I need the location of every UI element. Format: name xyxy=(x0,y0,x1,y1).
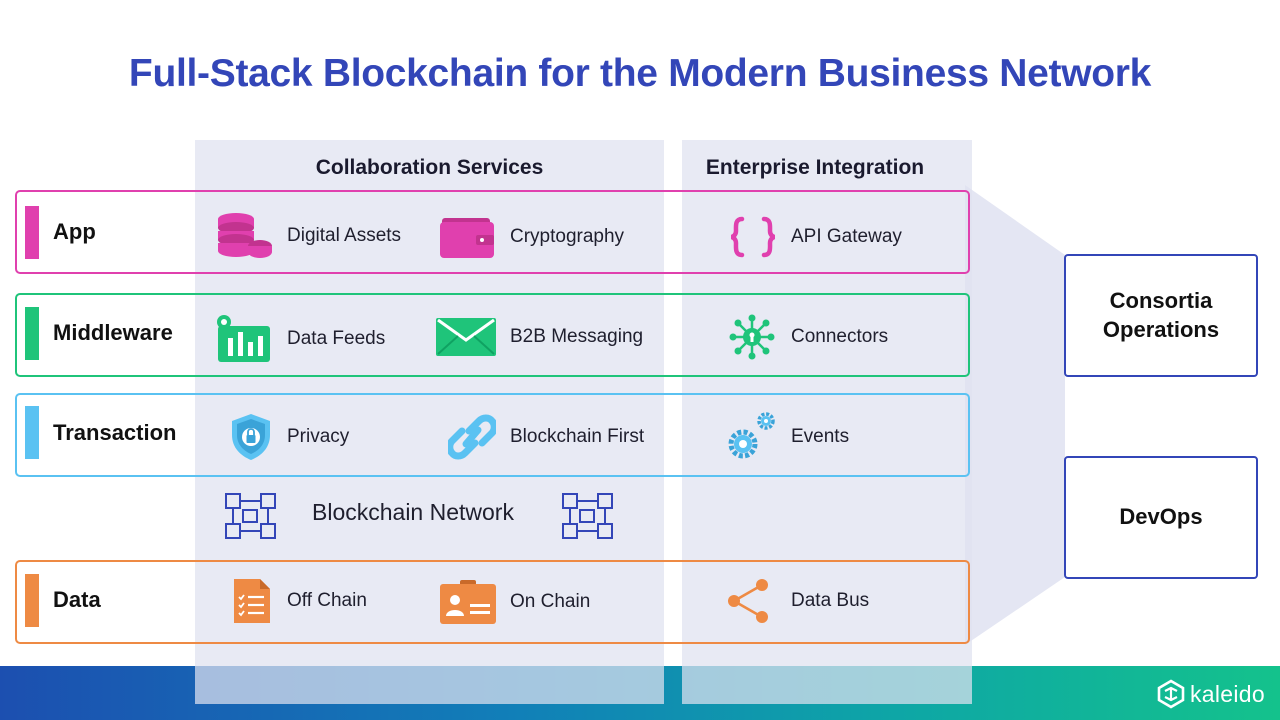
transaction-layer-row xyxy=(15,393,970,477)
on-chain-item: On Chain xyxy=(440,580,590,624)
on-chain-label: On Chain xyxy=(510,591,591,612)
document-list-icon xyxy=(234,577,270,625)
funnel-shape xyxy=(965,185,1065,645)
data-feeds-item: Data Feeds xyxy=(216,314,385,364)
devops-box: DevOps xyxy=(1064,456,1258,579)
middleware-layer-label: Middleware xyxy=(53,320,173,345)
transaction-layer-marker xyxy=(25,406,39,459)
b2b-messaging-item: B2B Messaging xyxy=(436,316,643,358)
data-layer-marker xyxy=(25,574,39,627)
database-coins-icon xyxy=(218,212,274,260)
b2b-messaging-label: B2B Messaging xyxy=(510,326,644,347)
off-chain-label: Off Chain xyxy=(287,590,367,611)
consortia-operations-label: Consortia Operations xyxy=(1102,287,1220,342)
bar-chart-gear-icon xyxy=(216,314,272,364)
off-chain-item: Off Chain xyxy=(234,577,367,625)
cryptography-label: Cryptography xyxy=(510,226,625,247)
data-layer-label: Data xyxy=(53,587,101,612)
api-gateway-item: API Gateway xyxy=(730,216,902,258)
transaction-layer-label: Transaction xyxy=(53,420,177,445)
enterprise-column xyxy=(682,140,972,704)
app-layer-marker xyxy=(25,206,39,259)
blockchain-first-label: Blockchain First xyxy=(510,426,645,447)
privacy-item: Privacy xyxy=(230,413,349,461)
blockchain-first-item: Blockchain First xyxy=(448,414,644,460)
events-item: Events xyxy=(724,411,849,463)
consortia-operations-box: Consortia Operations xyxy=(1064,254,1258,377)
page-title: Full-Stack Blockchain for the Modern Bus… xyxy=(128,52,1152,95)
kaleido-logo-text: kaleido xyxy=(1190,680,1265,707)
devops-label: DevOps xyxy=(1119,504,1203,530)
digital-assets-item: Digital Assets xyxy=(218,212,401,260)
envelope-icon xyxy=(436,316,496,358)
network-hub-icon xyxy=(728,314,776,360)
gears-icon xyxy=(724,411,776,463)
data-bus-label: Data Bus xyxy=(791,590,870,611)
collaboration-column xyxy=(195,140,664,704)
data-bus-item: Data Bus xyxy=(726,578,869,624)
middleware-layer-marker xyxy=(25,307,39,360)
id-card-icon xyxy=(440,580,496,624)
app-layer-row xyxy=(15,190,970,274)
kaleido-logo: kaleido xyxy=(1156,679,1265,709)
enterprise-header: Enterprise Integration xyxy=(705,156,925,179)
curly-braces-icon xyxy=(730,216,776,258)
blockchain-network-label: Blockchain Network xyxy=(312,499,514,525)
cryptography-item: Cryptography xyxy=(440,216,624,258)
shield-lock-icon xyxy=(230,413,272,461)
data-layer-row xyxy=(15,560,970,644)
share-icon xyxy=(726,578,772,624)
digital-assets-label: Digital Assets xyxy=(287,225,402,246)
blockchain-network-icon-right xyxy=(562,492,614,545)
privacy-label: Privacy xyxy=(287,426,350,447)
connectors-item: Connectors xyxy=(728,314,888,360)
data-feeds-label: Data Feeds xyxy=(287,328,386,349)
app-layer-label: App xyxy=(53,219,96,244)
collaboration-header: Collaboration Services xyxy=(315,156,544,179)
blockchain-network-icon-left xyxy=(225,492,277,545)
chain-link-icon xyxy=(448,414,496,460)
events-label: Events xyxy=(791,426,850,447)
api-gateway-label: API Gateway xyxy=(791,226,902,247)
middleware-layer-row xyxy=(15,293,970,377)
connectors-label: Connectors xyxy=(791,326,889,347)
kaleido-logo-icon xyxy=(1156,679,1186,709)
wallet-icon xyxy=(440,216,496,258)
